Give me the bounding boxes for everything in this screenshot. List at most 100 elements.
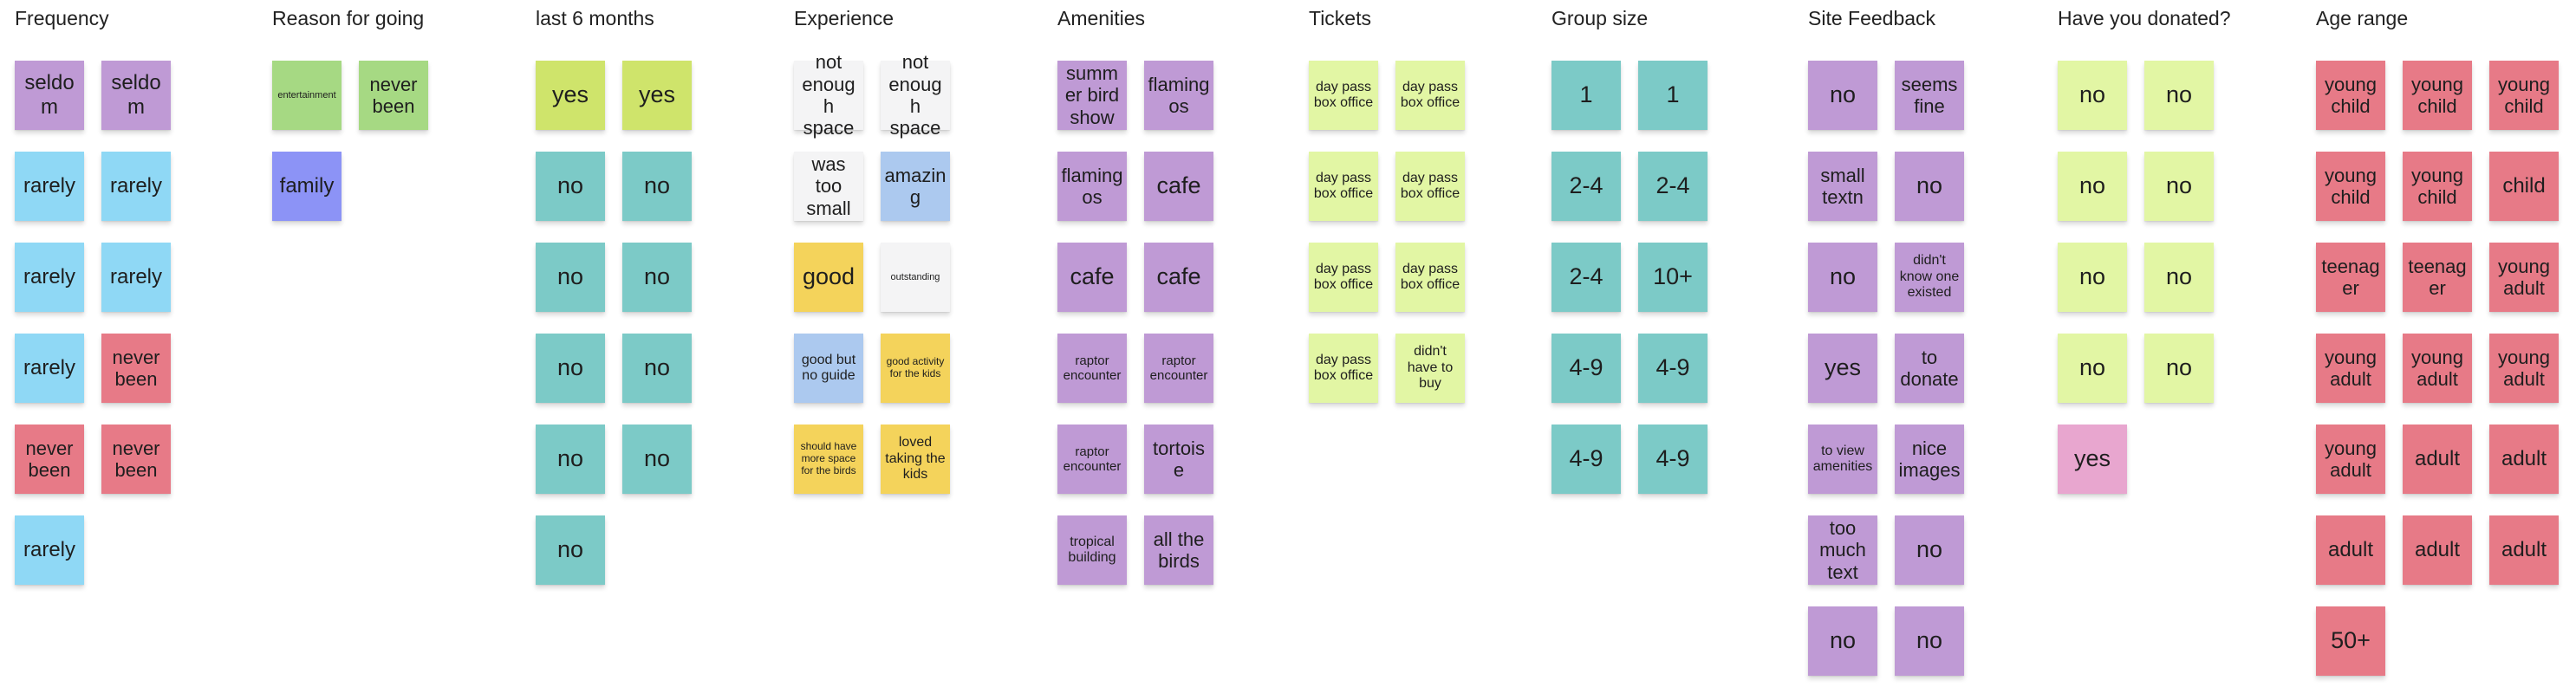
sticky-note[interactable]: 4-9 [1551,334,1621,403]
sticky-note[interactable]: adult [2403,425,2472,494]
sticky-note[interactable]: no [1808,61,1877,130]
sticky-note[interactable]: nice images [1895,425,1964,494]
sticky-note[interactable]: day pass box office [1309,334,1378,403]
sticky-note[interactable]: young adult [2403,334,2472,403]
sticky-note[interactable]: young child [2403,61,2472,130]
sticky-note[interactable]: never been [15,425,84,494]
sticky-note[interactable]: rarely [15,243,84,312]
sticky-note[interactable]: not enough space [881,51,950,139]
sticky-note[interactable]: cafe [1144,152,1213,221]
sticky-note[interactable]: young adult [2316,334,2385,403]
sticky-note[interactable]: no [1808,606,1877,676]
sticky-note[interactable]: small textn [1808,152,1877,221]
sticky-note[interactable]: 1 [1551,61,1621,130]
sticky-note[interactable]: day pass box office [1395,243,1465,312]
sticky-note[interactable]: too much text [1808,515,1877,585]
sticky-note[interactable]: never been [359,61,428,130]
sticky-note[interactable]: no [1808,243,1877,312]
sticky-note[interactable]: teenager [2316,243,2385,312]
sticky-note[interactable]: adult [2316,515,2385,585]
sticky-note[interactable]: day pass box office [1395,61,1465,130]
sticky-note[interactable]: no [1895,152,1964,221]
sticky-note[interactable]: summer bird show [1057,61,1127,130]
sticky-note[interactable]: no [2144,61,2214,130]
sticky-note[interactable]: raptor encounter [1057,425,1127,494]
sticky-note[interactable]: rarely [15,334,84,403]
sticky-note[interactable]: no [536,515,605,585]
sticky-note[interactable]: good but no guide [794,334,863,403]
sticky-note[interactable]: 2-4 [1551,243,1621,312]
sticky-note[interactable]: no [536,152,605,221]
sticky-note[interactable]: yes [536,61,605,130]
sticky-note[interactable]: never been [101,334,171,403]
sticky-note[interactable]: no [2144,152,2214,221]
sticky-note[interactable]: seldom [101,61,171,130]
sticky-note[interactable]: no [2144,334,2214,403]
sticky-note[interactable]: no [536,425,605,494]
sticky-note[interactable]: rarely [15,515,84,585]
sticky-note[interactable]: good [794,243,863,312]
sticky-note[interactable]: day pass box office [1395,152,1465,221]
sticky-note[interactable]: never been [101,425,171,494]
sticky-note[interactable]: tropical building [1057,515,1127,585]
sticky-note[interactable]: teenager [2403,243,2472,312]
sticky-note[interactable]: young child [2489,61,2559,130]
sticky-note[interactable]: 2-4 [1551,152,1621,221]
sticky-note[interactable]: to donate [1895,334,1964,403]
sticky-note[interactable]: rarely [101,243,171,312]
sticky-note[interactable]: child [2489,152,2559,221]
sticky-note[interactable]: tortoise [1144,425,1213,494]
sticky-note[interactable]: should have more space for the birds [794,425,863,494]
sticky-note[interactable]: rarely [101,152,171,221]
sticky-note[interactable]: young adult [2489,334,2559,403]
sticky-note[interactable]: entertainment [272,61,342,130]
sticky-note[interactable]: not enough space [794,51,863,139]
sticky-note[interactable]: young adult [2316,425,2385,494]
sticky-note[interactable]: amazing [881,152,950,221]
sticky-note[interactable]: no [2144,243,2214,312]
sticky-note[interactable]: young adult [2489,243,2559,312]
sticky-note[interactable]: 4-9 [1638,425,1708,494]
sticky-note[interactable]: outstanding [881,243,950,312]
sticky-note[interactable]: no [622,425,692,494]
sticky-note[interactable]: to view amenities [1808,425,1877,494]
sticky-note[interactable]: seems fine [1895,61,1964,130]
sticky-note[interactable]: day pass box office [1309,152,1378,221]
sticky-note[interactable]: seldom [15,61,84,130]
sticky-note[interactable]: 4-9 [1638,334,1708,403]
sticky-note[interactable]: no [1895,515,1964,585]
sticky-note[interactable]: young child [2403,152,2472,221]
sticky-note[interactable]: family [272,152,342,221]
sticky-note[interactable]: no [536,243,605,312]
sticky-note[interactable]: 1 [1638,61,1708,130]
sticky-note[interactable]: cafe [1057,243,1127,312]
sticky-note[interactable]: flamingos [1144,61,1213,130]
sticky-note[interactable]: 4-9 [1551,425,1621,494]
sticky-note[interactable]: rarely [15,152,84,221]
sticky-note[interactable]: all the birds [1144,515,1213,585]
sticky-note[interactable]: 2-4 [1638,152,1708,221]
sticky-note[interactable]: loved taking the kids [881,425,950,494]
sticky-note[interactable]: no [2058,334,2127,403]
sticky-note[interactable]: no [2058,61,2127,130]
sticky-note[interactable]: cafe [1144,243,1213,312]
sticky-note[interactable]: yes [2058,425,2127,494]
sticky-note[interactable]: no [2058,243,2127,312]
sticky-note[interactable]: didn't know one existed [1895,243,1964,312]
sticky-note[interactable]: no [622,152,692,221]
sticky-note[interactable]: no [622,334,692,403]
sticky-note[interactable]: flamingos [1057,152,1127,221]
sticky-note[interactable]: young child [2316,152,2385,221]
sticky-note[interactable]: no [2058,152,2127,221]
sticky-note[interactable]: adult [2403,515,2472,585]
sticky-note[interactable]: raptor encounter [1057,334,1127,403]
sticky-note[interactable]: raptor encounter [1144,334,1213,403]
sticky-note[interactable]: didn't have to buy [1395,334,1465,403]
sticky-note[interactable]: no [1895,606,1964,676]
sticky-note[interactable]: day pass box office [1309,61,1378,130]
sticky-note[interactable]: yes [1808,334,1877,403]
sticky-note[interactable]: 10+ [1638,243,1708,312]
sticky-note[interactable]: was too small [794,152,863,221]
sticky-note[interactable]: young child [2316,61,2385,130]
